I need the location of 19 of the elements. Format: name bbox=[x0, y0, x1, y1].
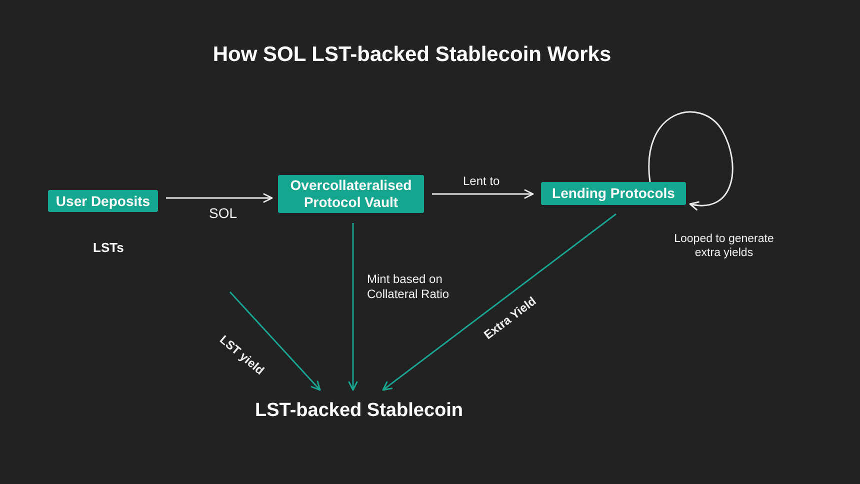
result-label: LST-backed Stablecoin bbox=[253, 398, 465, 424]
arrow bbox=[348, 223, 358, 391]
edge-label: Mint based on Collateral Ratio bbox=[367, 272, 450, 302]
diagram-title: How SOL LST-backed Stablecoin Works bbox=[212, 42, 612, 68]
process-box bbox=[541, 182, 686, 205]
arrow bbox=[166, 193, 273, 203]
process-box bbox=[278, 175, 424, 213]
row-label: LSTs bbox=[93, 240, 124, 256]
process-box bbox=[48, 190, 158, 212]
arrow bbox=[432, 189, 534, 199]
box-label: User Deposits bbox=[56, 192, 150, 210]
edge-label: SOL bbox=[209, 205, 238, 221]
box-label: Lending Protocols bbox=[552, 185, 675, 202]
arrow bbox=[382, 213, 616, 391]
box-label: Overcollateralised Protocol Vault bbox=[289, 177, 413, 211]
loop-arrow bbox=[648, 111, 734, 210]
arrow bbox=[229, 292, 321, 391]
edge-label: Looped to generate extra yields bbox=[673, 232, 775, 260]
edge-label: Lent to bbox=[463, 174, 500, 188]
